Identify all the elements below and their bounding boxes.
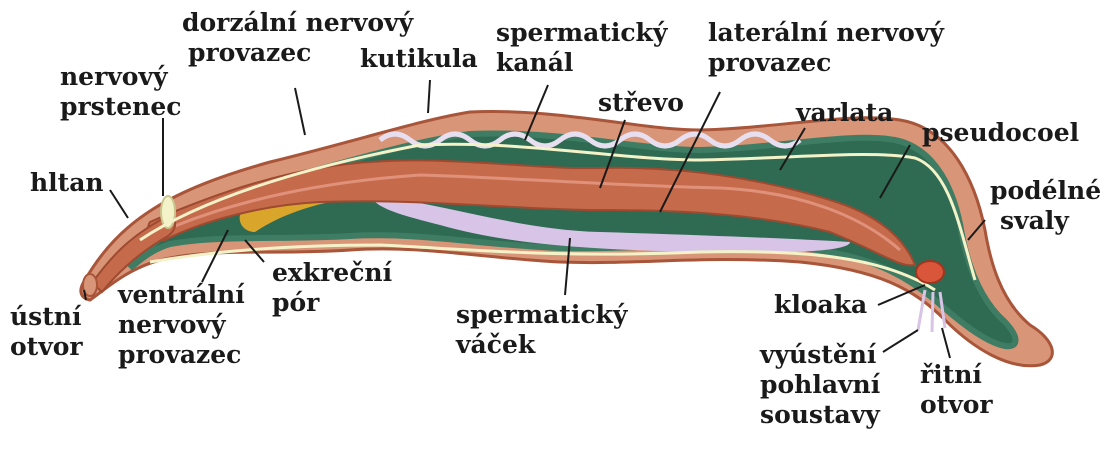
label-testes: varlata [796,98,893,128]
label-genital-opening: vyústění pohlavní soustavy [760,340,880,430]
leader-dorsal-nerve-cord [295,88,305,135]
label-longitudinal-muscles: podélné svaly [990,176,1101,236]
cloaca [916,261,944,283]
label-intestine: střevo [598,88,684,118]
label-seminal-vesicle: spermatický váček [456,300,627,360]
label-lateral-nerve-cord: laterální nervový provazec [708,18,944,78]
label-cuticle: kutikula [360,44,478,74]
label-mouth: ústní otvor [10,302,83,362]
label-nerve-ring: nervový prstenec [60,62,181,122]
leader-cuticle [428,80,430,113]
label-excretory-pore: exkreční pór [272,258,392,318]
label-cloaca: kloaka [774,290,867,320]
leader-pharynx [110,190,128,218]
label-pharynx: hltan [30,168,104,198]
label-sperm-duct: spermatický kanál [496,18,667,78]
label-pseudocoel: pseudocoel [922,118,1079,148]
leader-anus [942,328,950,358]
label-anus: řitní otvor [920,360,993,420]
leader-genital-opening [883,330,918,352]
label-ventral-nerve-cord: ventrální nervový provazec [118,280,245,370]
